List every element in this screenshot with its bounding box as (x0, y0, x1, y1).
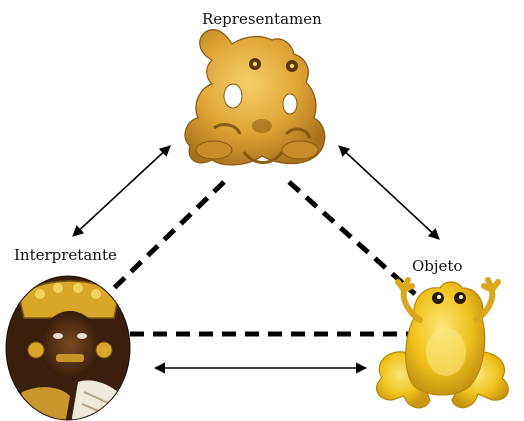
representamen-label: Representamen (202, 10, 322, 28)
objeto-label: Objeto (412, 257, 463, 275)
golden-frog-icon (377, 280, 509, 408)
arrow-representamen-interpretante (73, 146, 170, 236)
interpretante-label: Interpretante (14, 246, 117, 264)
shaman-portrait-icon (0, 270, 140, 421)
arrow-representamen-objeto (339, 146, 439, 239)
golden-frog-figurine-icon (185, 30, 325, 165)
dashed-line-representamen-interpretante (110, 182, 224, 292)
